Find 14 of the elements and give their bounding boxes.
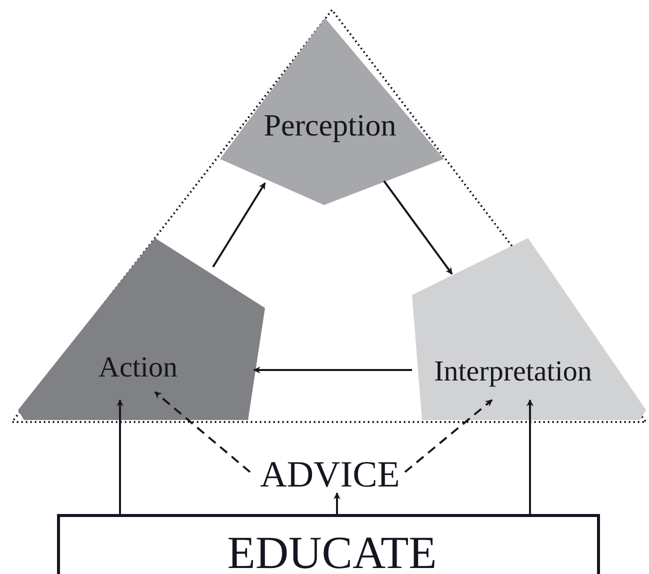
node-label: EDUCATE [227,530,437,574]
arrow [526,399,534,514]
arrow [383,180,453,275]
arrow [253,366,412,374]
arrow [154,391,251,473]
arrow [116,399,124,514]
node-label: ADVICE [260,456,400,494]
node-label: Action [98,354,178,382]
node-label: Perception [264,110,396,140]
arrow [334,492,340,514]
node-label: Interpretation [434,358,592,386]
process-box [57,514,600,574]
arrow [212,182,266,268]
arrow [404,399,493,473]
